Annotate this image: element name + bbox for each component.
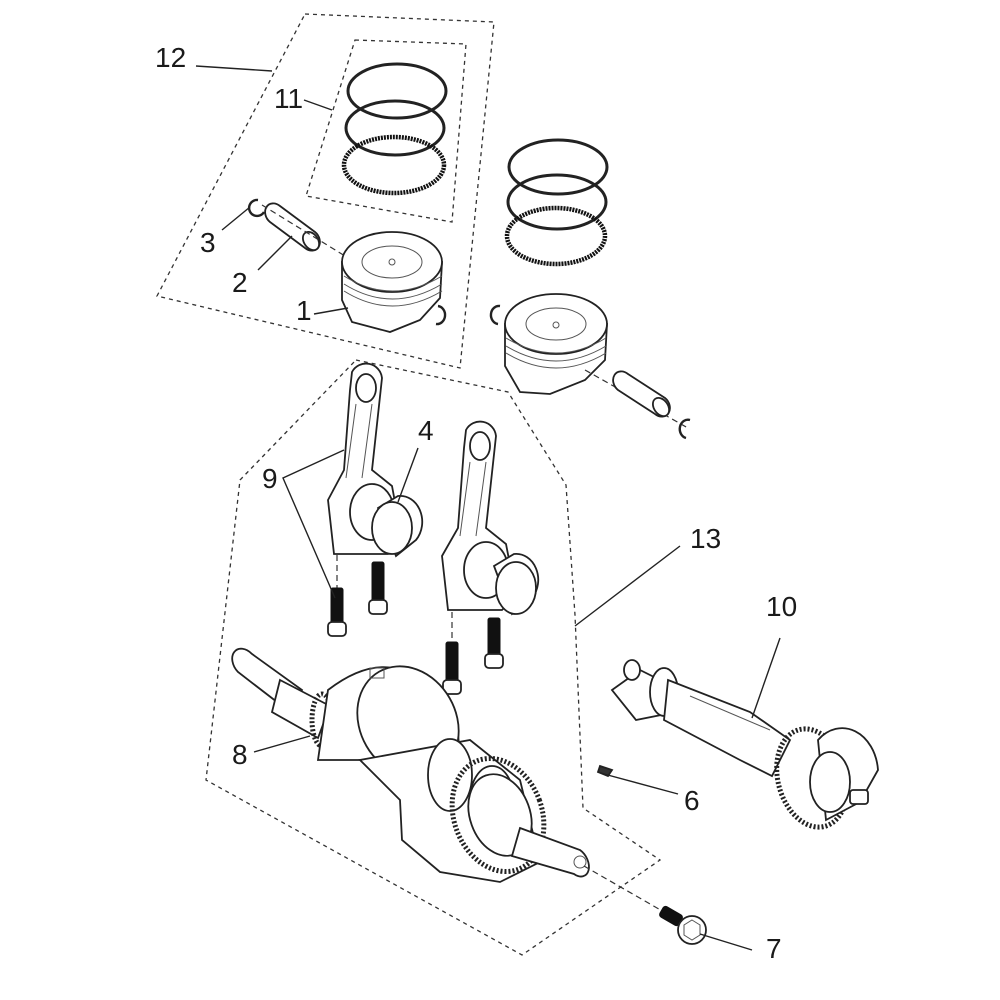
piston-ring-set-right <box>504 138 609 267</box>
piston-ring-set-left <box>341 62 448 196</box>
callout-8: 8 <box>232 739 248 770</box>
callout-2: 2 <box>232 267 248 298</box>
rod-bolt-3 <box>442 641 462 695</box>
leader-9 <box>282 449 345 599</box>
assembly-axis-crank-bolt <box>583 865 665 913</box>
balancer-shaft <box>610 659 879 830</box>
callout-3: 3 <box>200 227 216 258</box>
callout-11: 11 <box>274 83 303 114</box>
callout-7: 7 <box>766 933 782 964</box>
callout-13: 13 <box>690 523 721 554</box>
rod-bolt-2 <box>368 561 388 615</box>
circlip-left-bottom <box>435 304 447 326</box>
callout-1: 1 <box>296 295 312 326</box>
callout-12: 12 <box>155 42 186 73</box>
leader-8 <box>253 735 311 753</box>
group-12-boundary <box>156 13 495 369</box>
circlip-right-top <box>489 304 501 326</box>
leader-11 <box>303 99 333 111</box>
group-13-boundary <box>205 359 662 956</box>
rod-bearing-left <box>371 495 424 558</box>
leader-6 <box>603 773 679 795</box>
leader-1 <box>313 307 349 315</box>
flange-bolt <box>659 905 707 945</box>
piston-right <box>489 293 608 395</box>
callout-9: 9 <box>262 463 278 494</box>
circlip-left-top <box>247 198 266 218</box>
piston-pin-right <box>612 370 671 418</box>
leader-2 <box>257 235 293 271</box>
leader-7 <box>699 933 753 951</box>
crankshaft <box>231 647 590 883</box>
callout-10: 10 <box>766 591 797 622</box>
rod-bearing-right <box>492 553 540 616</box>
callout-4: 4 <box>418 415 434 446</box>
leader-10 <box>751 637 781 719</box>
woodruff-key <box>596 764 614 778</box>
callout-6: 6 <box>684 785 700 816</box>
rod-bolt-4 <box>484 617 504 669</box>
leader-13 <box>574 545 681 627</box>
leader-3 <box>221 206 251 231</box>
rod-bolt-1 <box>327 587 347 637</box>
leader-12 <box>195 65 273 72</box>
assembly-axis-left-pin <box>261 204 346 257</box>
group-11-boundary <box>305 39 467 223</box>
circlip-right-bottom <box>678 418 691 440</box>
piston-left <box>341 231 443 333</box>
leader-4 <box>397 447 419 503</box>
piston-pin-left <box>264 202 321 252</box>
